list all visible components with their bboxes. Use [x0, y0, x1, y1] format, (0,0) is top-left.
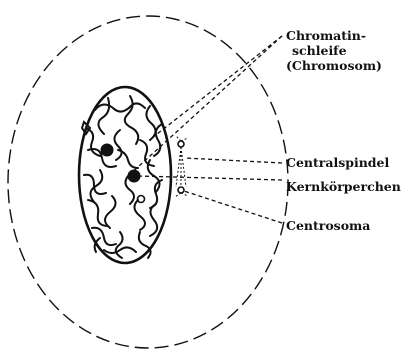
- label-kernkoerperchen: Kernkörperchen: [286, 179, 401, 194]
- cell-membrane: [8, 16, 288, 348]
- leader-chromatin-2: [128, 36, 282, 176]
- nucleus-outline: [79, 87, 171, 263]
- label-centrosoma: Centrosoma: [286, 218, 370, 233]
- nucleolus-small: [138, 196, 145, 203]
- leader-kernkoerperchen: [138, 176, 282, 180]
- leader-centrosoma: [184, 191, 282, 223]
- label-chromatin-line3: (Chromosom): [286, 58, 382, 73]
- label-chromatin-line1: Chromatin-: [286, 28, 382, 43]
- nucleolus-left: [101, 144, 114, 157]
- centrosome-lower: [178, 187, 184, 193]
- label-centralspindel: Centralspindel: [286, 155, 389, 170]
- label-chromatin-line2: schleife: [286, 43, 382, 58]
- leader-centralspindel: [185, 158, 282, 163]
- centrosome-upper: [178, 141, 184, 147]
- label-chromatinschleife: Chromatin- schleife (Chromosom): [286, 28, 382, 73]
- chromatin-threads: [82, 96, 162, 258]
- leader-lines: [128, 36, 282, 223]
